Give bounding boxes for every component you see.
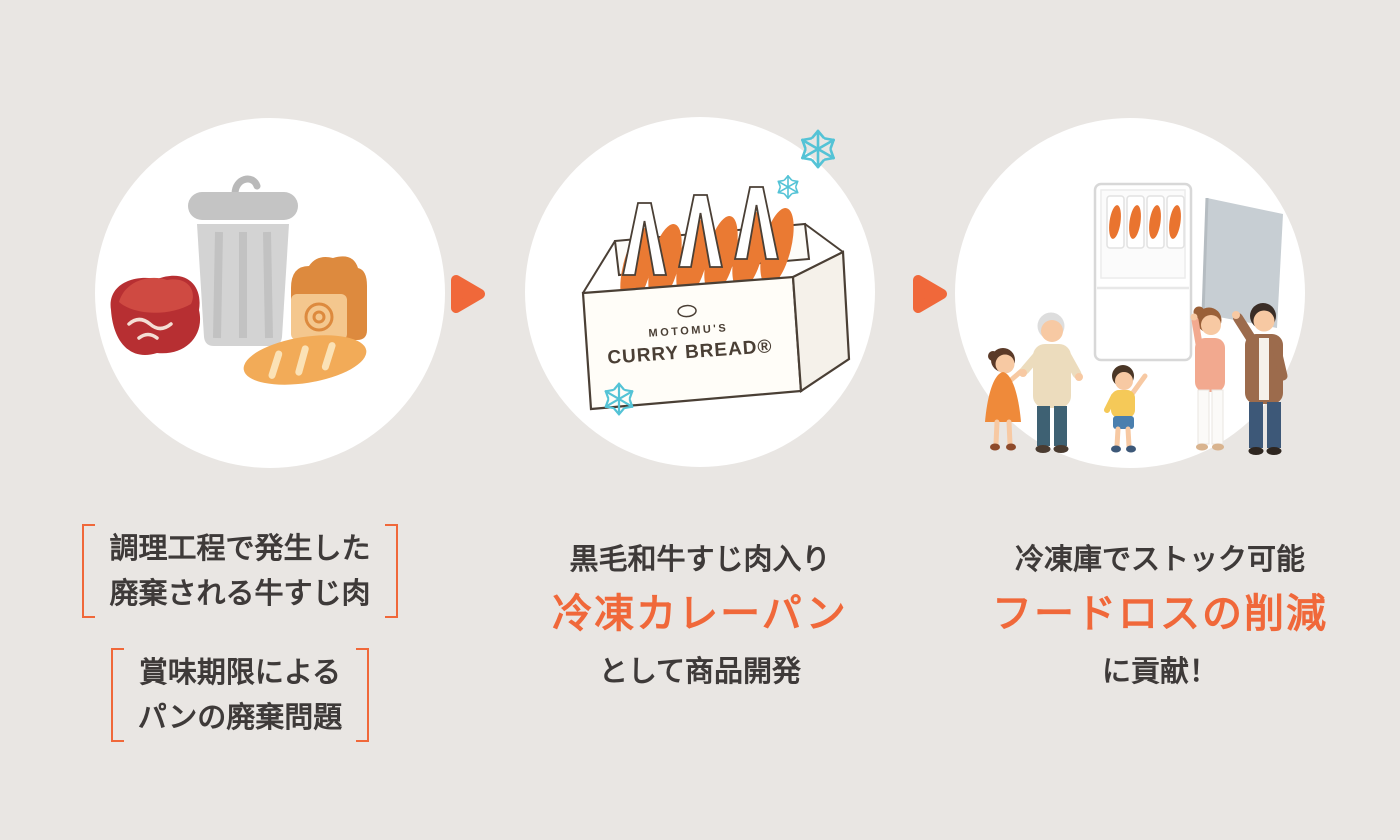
food-waste-svg	[95, 118, 445, 468]
raw-meat-icon	[110, 275, 201, 356]
note-beef-tendon: 調理工程で発生した 廃棄される牛すじ肉	[82, 524, 398, 618]
bracket-right	[356, 647, 370, 742]
caption-line-top: 黒毛和牛すじ肉入り	[569, 542, 831, 576]
curry-bread-box-icon: MOTOMU'S CURRY BREAD®	[581, 186, 851, 411]
person-boy	[1104, 365, 1148, 453]
caption-product: 黒毛和牛すじ肉入り 冷凍カレーパン として商品開発	[525, 541, 875, 690]
caption-line-bottom: に貢献！	[1101, 654, 1218, 689]
bracket-left	[82, 524, 96, 618]
note-text: 賞味期限による パンの廃棄問題	[138, 648, 342, 742]
freezer-icon	[1093, 182, 1193, 362]
family-freezer-svg	[955, 118, 1305, 468]
bracket-right	[384, 524, 398, 618]
note-line: 賞味期限による	[138, 654, 342, 689]
note-line: 調理工程で発生した	[109, 531, 371, 565]
caption-impact: 冷凍庫でストック可能 フードロスの削減 に貢献！	[980, 541, 1340, 690]
box-logo-mark	[677, 304, 697, 318]
freezer-door	[1201, 197, 1283, 328]
curry-bread-box-svg: MOTOMU'S CURRY BREAD®	[525, 117, 875, 467]
trash-can-icon	[188, 175, 298, 346]
person-grandfather	[1019, 312, 1083, 453]
caption-line-bottom: として商品開発	[598, 654, 802, 689]
note-line: 廃棄される牛すじ肉	[109, 575, 371, 610]
note-bread-waste: 賞味期限による パンの廃棄問題	[110, 647, 370, 742]
caption-problem: 調理工程で発生した 廃棄される牛すじ肉 賞味期限による パンの廃棄問題	[60, 524, 420, 742]
person-man	[1232, 303, 1288, 455]
person-woman	[1190, 306, 1225, 451]
bread-loaf-icon	[291, 256, 367, 340]
caption-highlight: フードロスの削減	[992, 591, 1328, 638]
arrow-right-icon	[910, 274, 950, 314]
box-brand-text: MOTOMU'S	[648, 322, 729, 340]
baguette-icon	[243, 335, 367, 385]
note-text: 調理工程で発生した 廃棄される牛すじ肉	[109, 524, 370, 618]
caption-line-top: 冷凍庫でストック可能	[1014, 542, 1305, 576]
bracket-left	[110, 647, 124, 742]
note-line: パンの廃棄問題	[137, 699, 343, 734]
caption-highlight: 冷凍カレーパン	[552, 591, 848, 638]
frozen-bread-packs	[1106, 195, 1185, 249]
step1-illustration-food-waste	[95, 118, 445, 468]
step2-illustration-frozen-curry-bread-box: MOTOMU'S CURRY BREAD®	[525, 117, 875, 467]
step3-illustration-family-freezer	[955, 118, 1305, 468]
arrow-right-icon	[448, 274, 488, 314]
person-girl	[985, 348, 1028, 451]
